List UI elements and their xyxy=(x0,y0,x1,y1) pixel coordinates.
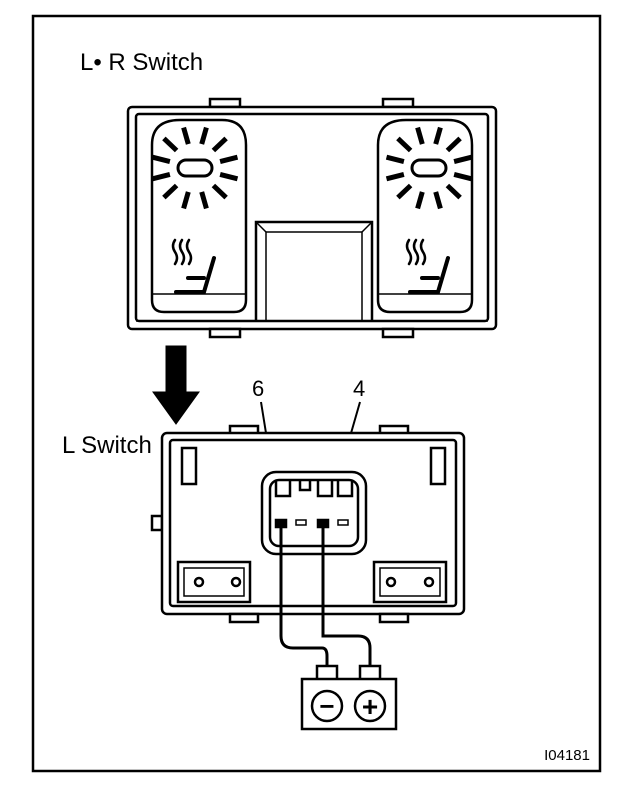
indicator-ray xyxy=(162,136,179,153)
figure-border xyxy=(31,14,602,773)
indicator-ray xyxy=(181,191,191,210)
indicator-ray xyxy=(453,154,473,165)
indicator-ray xyxy=(199,191,209,210)
indicator-ray xyxy=(445,136,462,153)
terminal-6-label: 6 xyxy=(252,376,264,401)
down-arrow-icon xyxy=(152,345,200,425)
indicator-ray xyxy=(181,126,191,145)
indicator-ray xyxy=(415,191,425,210)
indicator-ray xyxy=(385,171,405,182)
indicator-ray xyxy=(385,154,405,165)
indicator-ray xyxy=(433,126,443,145)
indicator-ray xyxy=(162,183,179,200)
indicator-ray xyxy=(151,171,171,182)
top-switch-label: L• R Switch xyxy=(80,49,203,76)
indicator-ray xyxy=(433,191,443,210)
bottom-switch-label: L Switch xyxy=(62,432,152,459)
indicator-ray xyxy=(151,154,171,165)
indicator-ray xyxy=(211,183,228,200)
battery-negative-symbol: − xyxy=(319,691,334,721)
indicator-ray xyxy=(445,183,462,200)
test-leads xyxy=(279,527,372,672)
indicator-ray xyxy=(219,154,239,165)
battery-negative-terminal xyxy=(310,689,344,723)
figure-code: I04181 xyxy=(544,747,590,764)
indicator-ray xyxy=(453,171,473,182)
switch-connector xyxy=(260,470,368,556)
left-indicator-icon xyxy=(151,126,239,210)
indicator-ray xyxy=(199,126,209,145)
battery-positive-symbol: + xyxy=(362,691,378,722)
terminal-4-label: 4 xyxy=(353,376,365,401)
battery-positive-terminal xyxy=(353,689,387,723)
right-seat-heater-icon xyxy=(405,238,450,294)
indicator-ray xyxy=(396,136,413,153)
indicator-ray xyxy=(219,171,239,182)
left-seat-heater-icon xyxy=(171,238,216,294)
indicator-ray xyxy=(396,183,413,200)
indicator-ray xyxy=(415,126,425,145)
indicator-ray xyxy=(211,136,228,153)
right-indicator-icon xyxy=(385,126,473,210)
battery-icon xyxy=(300,664,398,731)
